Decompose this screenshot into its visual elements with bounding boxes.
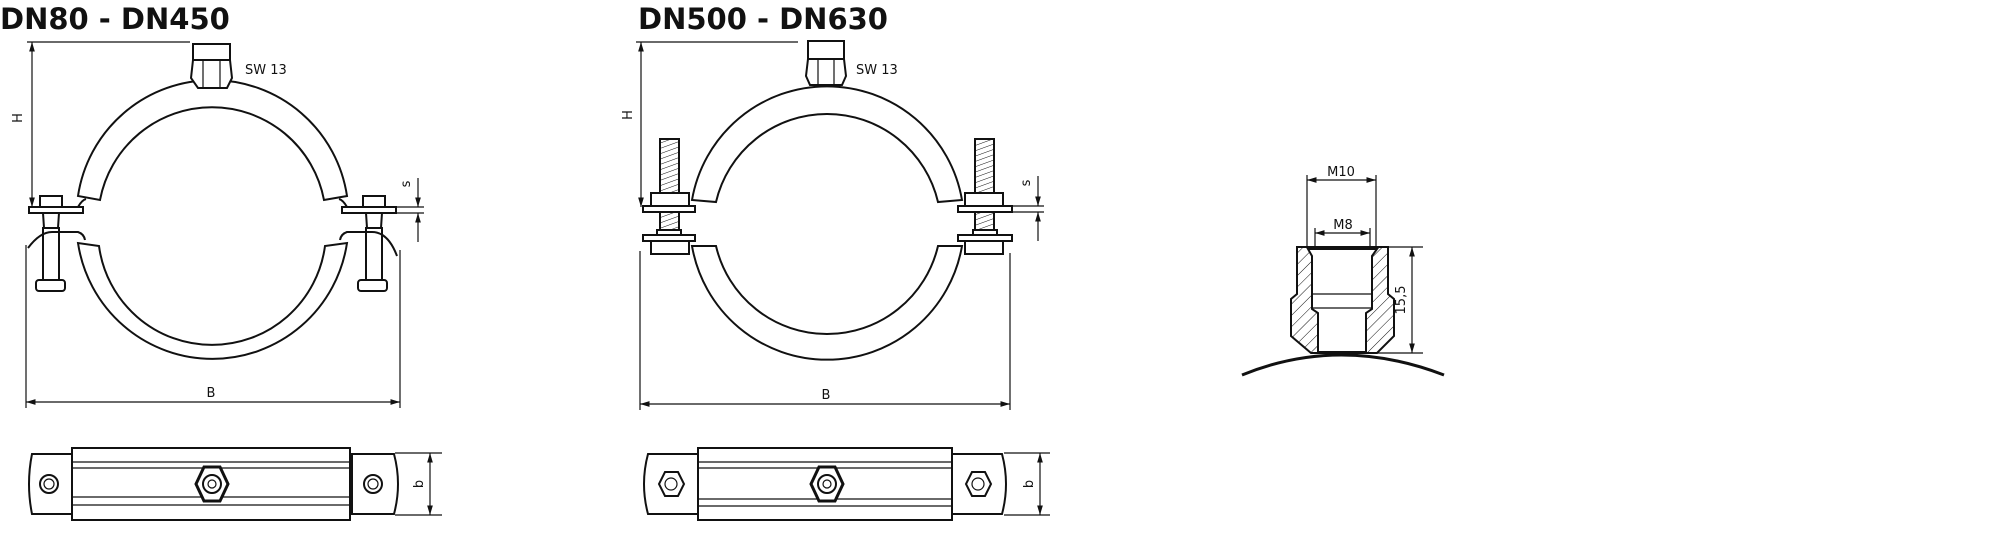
lower-clamp-half [690,245,964,361]
hex-nut-sw13 [804,58,848,86]
label-b-band: b [412,480,427,488]
label-h: H [11,113,26,123]
label-sw13: SW 13 [245,63,287,78]
connector-nut-top [192,43,231,61]
pipe-surface [1241,353,1445,377]
title-dn80-dn450: DN80 - DN450 [0,2,230,36]
left-threaded-bolt [642,138,696,255]
label-h: H [621,110,636,120]
welded-nut-detail: M10 M8 15,5 [1241,165,1445,377]
label-b-band: b [1022,480,1037,488]
upper-clamp-half [76,79,349,202]
label-15-5: 15,5 [1394,286,1409,315]
hex-nut-sw13 [189,59,234,89]
right-quick-lock-bolt [338,195,398,292]
connector-nut-top [807,40,845,60]
label-s: s [399,180,414,187]
label-m10: M10 [1327,165,1355,180]
label-m8: M8 [1333,218,1353,233]
label-sw13: SW 13 [856,63,898,78]
title-dn500-dn630: DN500 - DN630 [638,2,888,36]
hex-nut-top-view [809,465,845,503]
clamp-dn500-dn630-top-view: b [643,447,1050,521]
clamp-dn500-dn630-front-view: DN500 - DN630 SW 13 H s [621,2,1044,410]
hex-nut-top-view [194,465,230,503]
label-b-width: B [822,388,831,403]
right-threaded-bolt [957,138,1013,255]
left-quick-lock-bolt [27,195,87,292]
label-b-width: B [207,386,216,401]
lower-clamp-half [76,241,349,360]
label-s: s [1019,179,1034,186]
clamp-dn80-dn450-front-view: DN80 - DN450 SW 13 [0,2,424,408]
upper-clamp-half [690,85,964,204]
clamp-dn80-dn450-top-view: b [28,447,442,521]
